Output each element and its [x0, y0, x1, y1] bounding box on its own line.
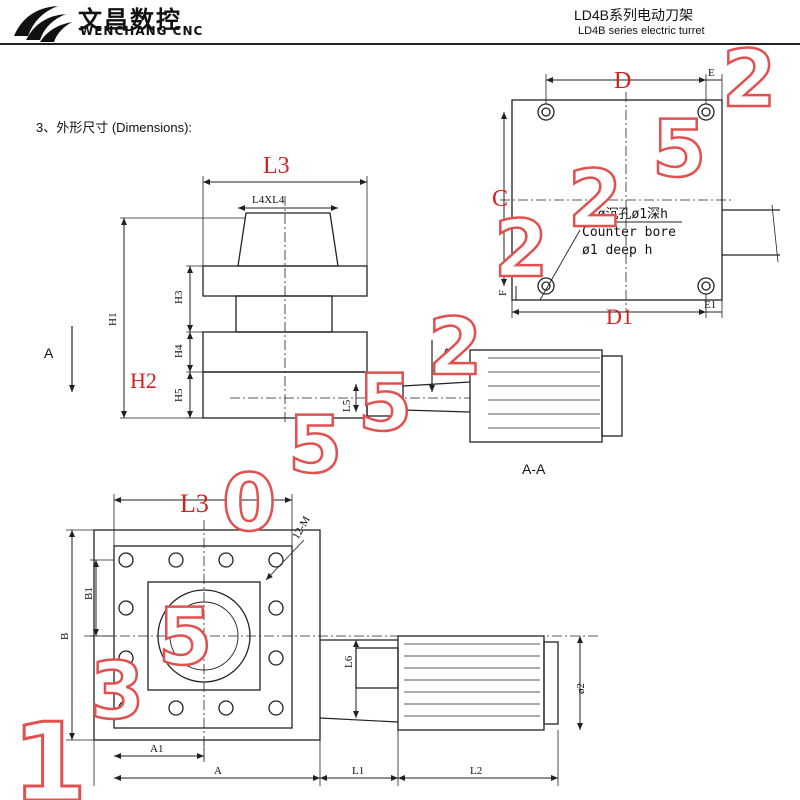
motor-end-cap [601, 355, 623, 437]
label-f: F [497, 290, 509, 296]
label-phi2: ø2 [575, 683, 587, 694]
plan-view [66, 494, 600, 786]
side-view-neck [235, 295, 333, 333]
watermark-digit: 2 [722, 35, 776, 125]
side-view-tool-post [237, 212, 339, 267]
watermark-digit: 2 [428, 303, 482, 393]
label-a-a: A-A [522, 461, 546, 477]
plate-hole-tl [537, 103, 555, 121]
watermark-digits: 2 5 2 2 2 5 5 0 3 5 1 [11, 34, 778, 800]
page-title-english: LD4B series electric turret [578, 25, 705, 37]
section-title: 3、外形尺寸 (Dimensions): [36, 120, 193, 135]
watermark-digit: 5 [288, 401, 342, 491]
label-d1: D1 [606, 304, 633, 329]
label-c: C [492, 186, 508, 212]
label-b: B [59, 633, 71, 640]
watermark-digit: 3 [90, 647, 144, 737]
side-view [69, 176, 623, 443]
watermark-digit: 2 [494, 205, 548, 295]
note-counter-bore-en: Counter bore [582, 225, 676, 240]
watermark-digit: 5 [652, 105, 706, 195]
label-h4: H4 [173, 344, 185, 358]
label-l6: L6 [343, 655, 355, 668]
label-a-bottom: A [214, 765, 222, 777]
label-e: E [708, 67, 715, 79]
label-a-left: A [44, 345, 54, 361]
label-d: D [614, 68, 631, 94]
page-title-chinese: LD4B系列电动刀架 [574, 7, 694, 23]
logo-chinese: 文昌数控 [78, 6, 182, 34]
logo-english: WENCHANG CNC [80, 24, 204, 38]
label-l3-top: L3 [263, 153, 290, 179]
note-depth: ø1 deep h [582, 243, 652, 258]
label-h1: H1 [107, 313, 119, 326]
plate-hole-br [697, 277, 715, 295]
header: 文昌数控 WENCHANG CNC LD4B系列电动刀架 LD4B series… [0, 0, 800, 46]
label-h3: H3 [173, 290, 185, 304]
label-b1: B1 [83, 587, 95, 600]
watermark-digit: 0 [222, 459, 276, 549]
plan-view-coupling [355, 647, 399, 689]
mounting-plate-view [500, 74, 780, 318]
side-view-motor-coupling [366, 379, 404, 417]
label-a1: A1 [150, 743, 163, 755]
label-l5: L5 [341, 399, 353, 412]
watermark-digit: 5 [158, 593, 212, 683]
label-a-mid: A [442, 345, 452, 361]
watermark-digit: 2 [568, 155, 622, 245]
plan-view-bolt-holes [118, 552, 284, 716]
label-l1: L1 [352, 765, 364, 777]
plan-view-motor-cap [543, 641, 559, 725]
note-counter-bore-cn: 4-ø沉孔ø1深h [582, 207, 668, 222]
label-l4xl4: L4XL4 [252, 194, 285, 206]
label-h5: H5 [173, 388, 185, 402]
plan-view-top [113, 545, 293, 729]
wenchang-logo-icon [14, 6, 72, 42]
watermark-digit: 5 [358, 359, 412, 449]
label-h2: H2 [130, 368, 157, 393]
header-divider [0, 43, 800, 45]
label-l3-bottom: L3 [180, 489, 209, 518]
label-12m: 12-M [290, 514, 313, 541]
label-l2: L2 [470, 765, 482, 777]
label-e1: E1 [704, 299, 716, 311]
watermark-digit: 1 [12, 701, 87, 800]
